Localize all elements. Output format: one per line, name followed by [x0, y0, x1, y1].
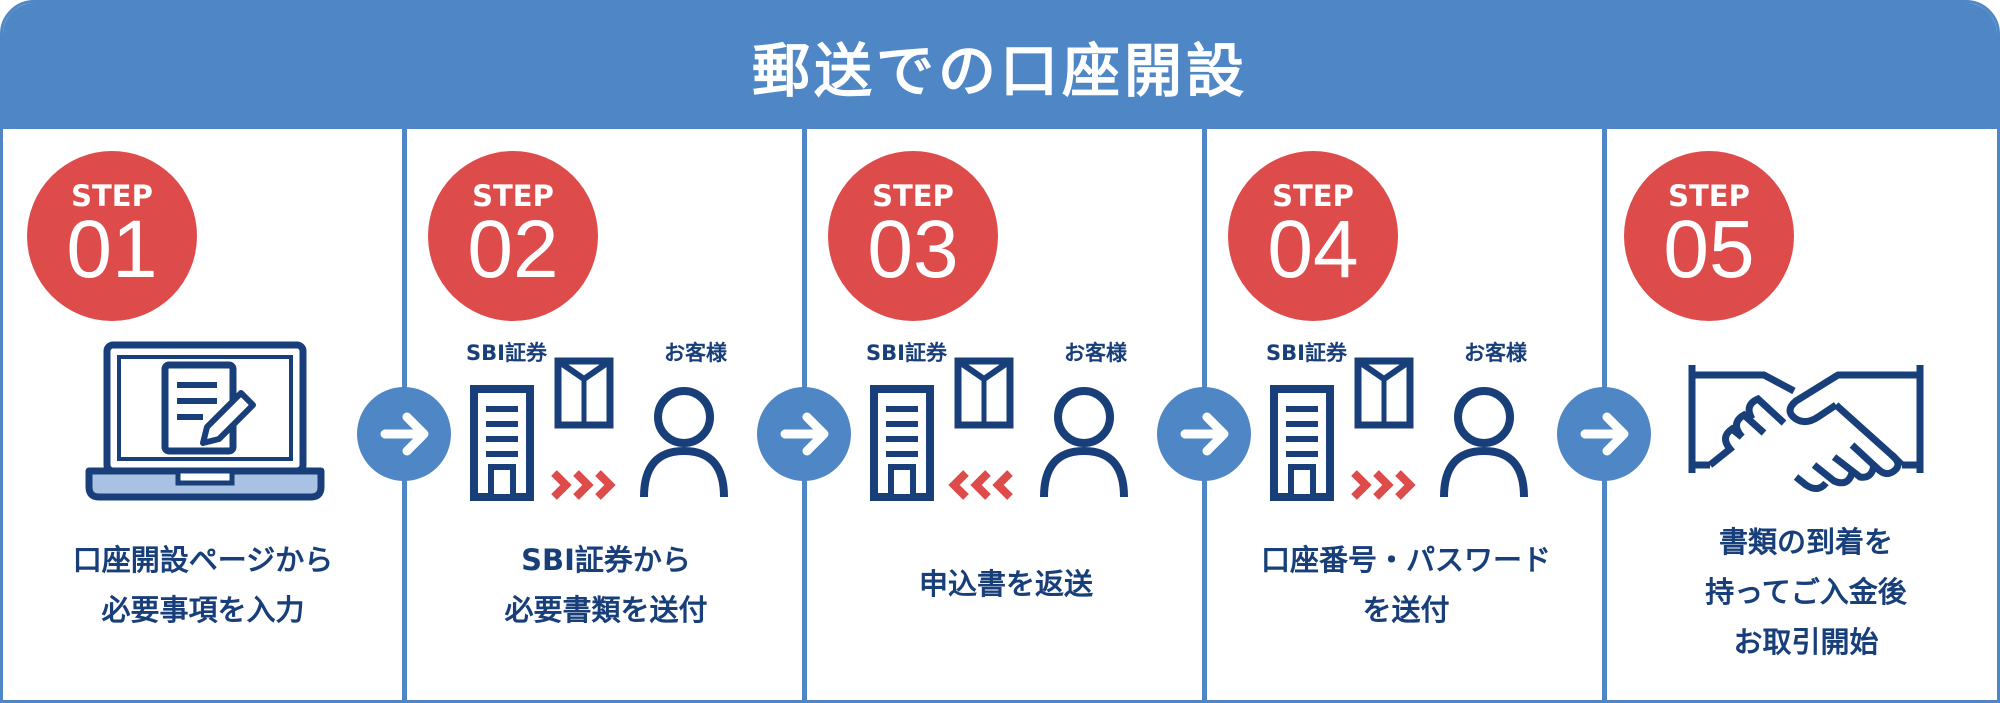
step-label: STEP — [1668, 179, 1750, 213]
step-number: 01 — [66, 204, 158, 295]
step-badge: STEP 01 — [27, 151, 197, 321]
next-step-arrow — [357, 387, 451, 481]
step-number: 02 — [467, 204, 559, 295]
company-label: SBI証券 — [1266, 341, 1347, 365]
step-number: 05 — [1663, 204, 1755, 295]
step-label: STEP — [1272, 179, 1354, 213]
arrow-right-icon — [780, 412, 829, 456]
arrow-right-icon — [380, 412, 429, 456]
next-step-arrow — [1157, 387, 1251, 481]
page-title: 郵送での口座開設 — [751, 37, 1248, 105]
step-caption: 口座番号・パスワード を送付 — [1260, 543, 1551, 627]
step-caption: 申込書を返送 — [918, 567, 1093, 601]
company-to-customer-icon — [1270, 357, 1528, 501]
company-to-customer-icon — [470, 357, 728, 501]
step-label: STEP — [71, 179, 153, 213]
step-number: 03 — [867, 204, 959, 295]
arrow-right-icon — [1180, 412, 1229, 456]
company-label: SBI証券 — [466, 341, 547, 365]
step-badge: STEP 05 — [1624, 151, 1794, 321]
customer-label: お客様 — [1464, 341, 1527, 365]
step-caption: 口座開設ページから 必要事項を入力 — [72, 543, 334, 627]
step-01: STEP 01 口座開設ページから 必要事項を入力 — [3, 129, 403, 700]
step-label: STEP — [472, 179, 554, 213]
step-badge: STEP 02 — [428, 151, 598, 321]
step-04: STEP 04 SBI証券 お客様 口座番号・パスワード を送付 — [1206, 129, 1606, 700]
laptop-form-icon — [85, 341, 325, 501]
company-label: SBI証券 — [866, 341, 947, 365]
customer-label: お客様 — [1064, 341, 1127, 365]
step-number: 04 — [1267, 204, 1359, 295]
step-03: STEP 03 SBI証券 お客様 申込書を返送 — [806, 129, 1206, 700]
step-badge: STEP 04 — [1228, 151, 1398, 321]
step-caption: SBI証券から 必要書類を送付 — [504, 543, 708, 627]
step-label: STEP — [872, 179, 954, 213]
step-02: STEP 02 SBI証券 お客様 SBI証券から 必要書類を送付 — [406, 129, 806, 700]
step-badge: STEP 03 — [828, 151, 998, 321]
customer-label: お客様 — [664, 341, 727, 365]
next-step-arrow — [1557, 387, 1651, 481]
step-05: STEP 05 書類の到着を 持ってご入金後 お取引開始 — [1606, 129, 1997, 700]
next-step-arrow — [757, 387, 851, 481]
header-bar: 郵送での口座開設 — [3, 3, 1997, 129]
arrow-right-icon — [1580, 412, 1629, 456]
customer-to-company-icon — [870, 357, 1128, 501]
step-caption: 書類の到着を 持ってご入金後 お取引開始 — [1705, 525, 1907, 659]
handshake-icon — [1688, 365, 1924, 492]
